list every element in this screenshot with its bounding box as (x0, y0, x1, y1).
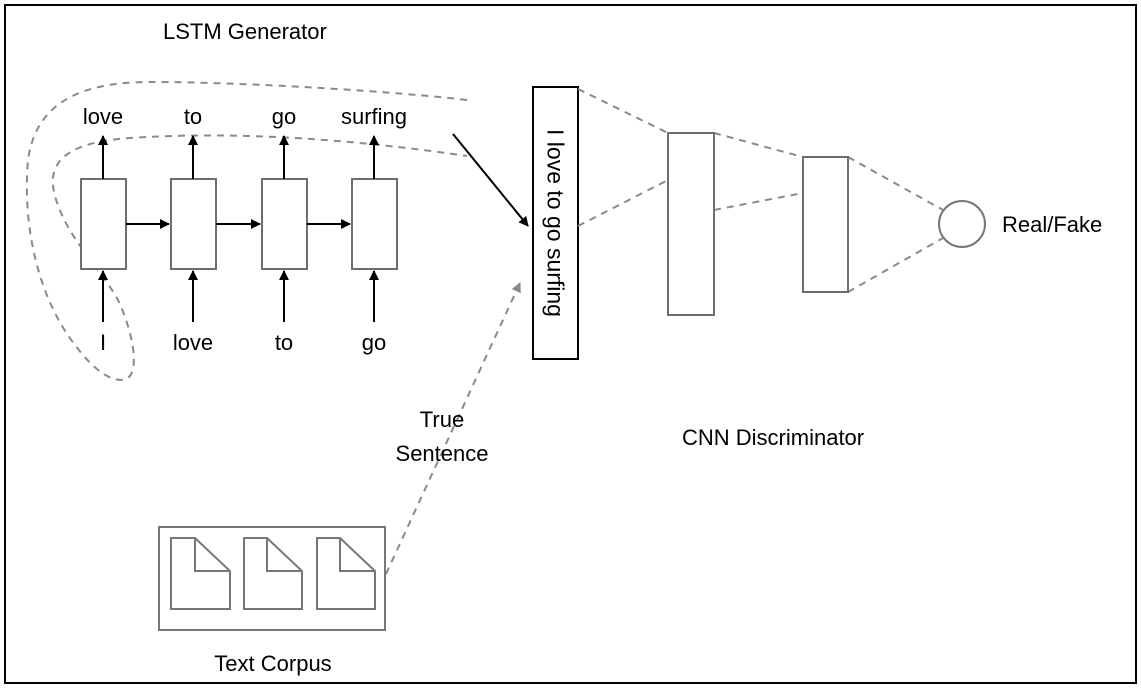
true-sentence-label-line2: Sentence (396, 441, 489, 466)
cnn-connections (577, 88, 944, 293)
cnn-layer-2 (802, 156, 849, 293)
true-sentence-arrow (385, 282, 521, 575)
input-word: love (173, 330, 213, 355)
generator-to-sentence-arrow (452, 133, 529, 227)
sentence-box (532, 86, 579, 360)
output-node (938, 200, 986, 248)
lstm-cells (80, 178, 398, 270)
lstm-cell (170, 178, 217, 270)
document-icon (243, 537, 303, 610)
lstm-cell (351, 178, 398, 270)
text-corpus-label: Text Corpus (214, 651, 331, 676)
document-icon (170, 537, 231, 610)
feedback-loop-upper (25, 80, 468, 381)
document-icon (316, 537, 376, 610)
cnn-discriminator-title: CNN Discriminator (682, 425, 864, 450)
output-word: to (184, 104, 202, 129)
diagram-frame (4, 4, 1137, 684)
output-word: go (272, 104, 296, 129)
lstm-cell (261, 178, 308, 270)
output-word: love (83, 104, 123, 129)
cnn-layer-1 (667, 132, 715, 316)
true-sentence-label-line1: True (420, 407, 464, 432)
input-word: I (100, 330, 106, 355)
input-word: to (275, 330, 293, 355)
input-word: go (362, 330, 386, 355)
output-word: surfing (341, 104, 407, 129)
lstm-cell (80, 178, 127, 270)
generated-sentence-text: I love to go surfing (543, 129, 569, 317)
lstm-generator-title: LSTM Generator (163, 19, 327, 44)
real-fake-label: Real/Fake (1002, 212, 1102, 237)
